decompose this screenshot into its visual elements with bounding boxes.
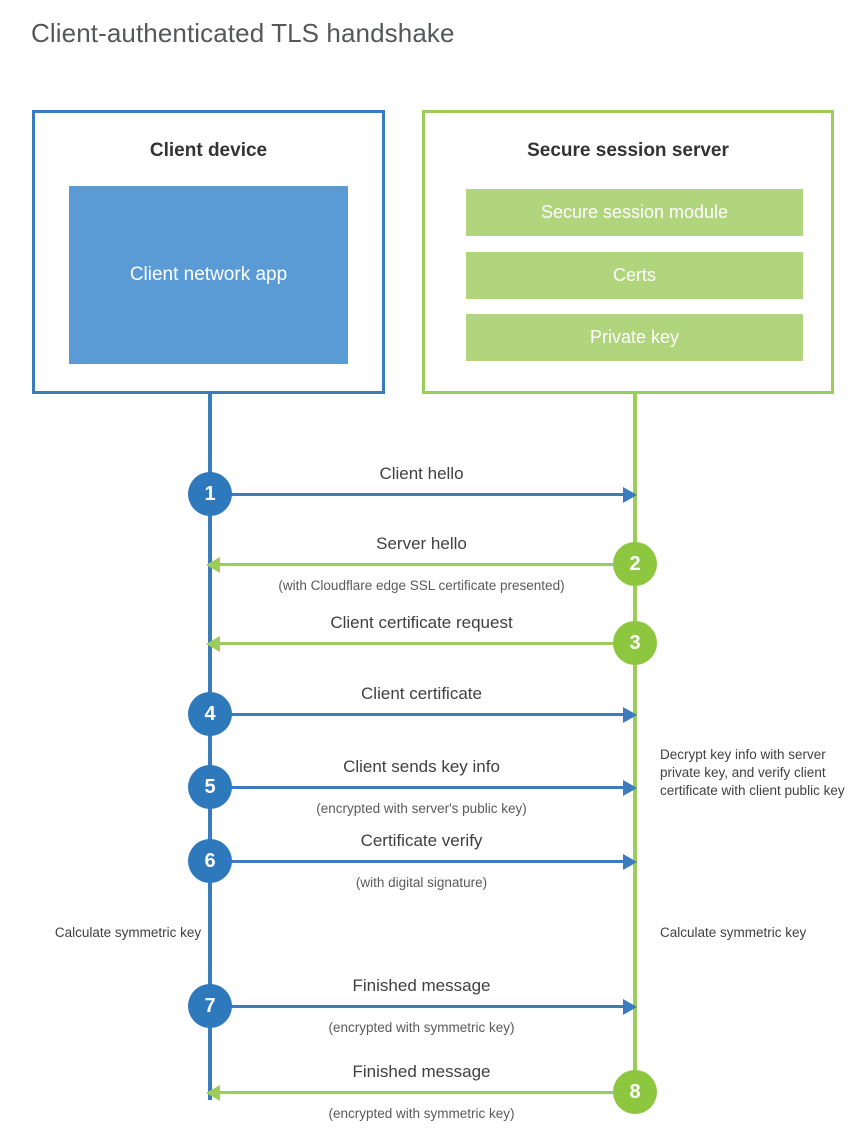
arrow-left-icon <box>206 636 220 652</box>
secure-session-server-box: Secure session server Secure session mod… <box>422 110 834 394</box>
arrow-right-icon <box>623 487 637 503</box>
arrow-left-icon <box>206 1085 220 1101</box>
message-arrow-line <box>220 1091 635 1094</box>
step-circle-4: 4 <box>188 692 232 736</box>
arrow-right-icon <box>623 854 637 870</box>
page-title: Client-authenticated TLS handshake <box>31 18 455 48</box>
server-lifeline <box>633 394 637 1094</box>
server-calculate-symmetric-key-annotation: Calculate symmetric key <box>660 925 807 940</box>
message-label: Client certificate <box>361 684 482 703</box>
message-arrow-line <box>220 642 635 645</box>
step-circle-8: 8 <box>613 1070 657 1114</box>
message-sublabel: (encrypted with symmetric key) <box>328 1106 515 1121</box>
message-arrow-line <box>208 860 623 863</box>
server-block-private-key: Private key <box>466 314 803 361</box>
secure-session-server-title: Secure session server <box>527 140 729 161</box>
server-block-secure-session-module: Secure session module <box>466 189 803 236</box>
server-block-certs: Certs <box>466 252 803 299</box>
arrow-right-icon <box>623 999 637 1015</box>
client-network-app-block: Client network app <box>69 186 348 364</box>
client-lifeline <box>208 394 212 1100</box>
step-circle-1: 1 <box>188 472 232 516</box>
message-arrow-line <box>208 1005 623 1008</box>
step-circle-6: 6 <box>188 839 232 883</box>
arrow-right-icon <box>623 780 637 796</box>
message-label: Client sends key info <box>343 757 500 776</box>
message-sublabel: (encrypted with server's public key) <box>316 801 527 816</box>
message-label: Server hello <box>376 534 467 553</box>
server-decrypt-annotation: Decrypt key info with server private key… <box>660 747 845 798</box>
step-circle-5: 5 <box>188 765 232 809</box>
client-device-box: Client device Client network app <box>32 110 385 394</box>
message-arrow-line <box>208 713 623 716</box>
message-label: Certificate verify <box>360 831 483 850</box>
message-sublabel: (with digital signature) <box>355 875 488 890</box>
step-circle-7: 7 <box>188 984 232 1028</box>
client-calculate-symmetric-key-annotation: Calculate symmetric key <box>54 925 202 940</box>
client-device-title: Client device <box>149 140 268 161</box>
message-label: Finished message <box>352 976 491 995</box>
message-arrow-line <box>208 786 623 789</box>
step-circle-3: 3 <box>613 621 657 665</box>
message-label: Finished message <box>352 1062 491 1081</box>
message-sublabel: (encrypted with symmetric key) <box>328 1020 515 1035</box>
message-arrow-line <box>220 563 635 566</box>
message-sublabel: (with Cloudflare edge SSL certificate pr… <box>278 578 565 593</box>
step-circle-2: 2 <box>613 542 657 586</box>
message-label: Client certificate request <box>330 613 513 632</box>
arrow-left-icon <box>206 557 220 573</box>
message-arrow-line <box>208 493 623 496</box>
arrow-right-icon <box>623 707 637 723</box>
message-label: Client hello <box>379 464 464 483</box>
